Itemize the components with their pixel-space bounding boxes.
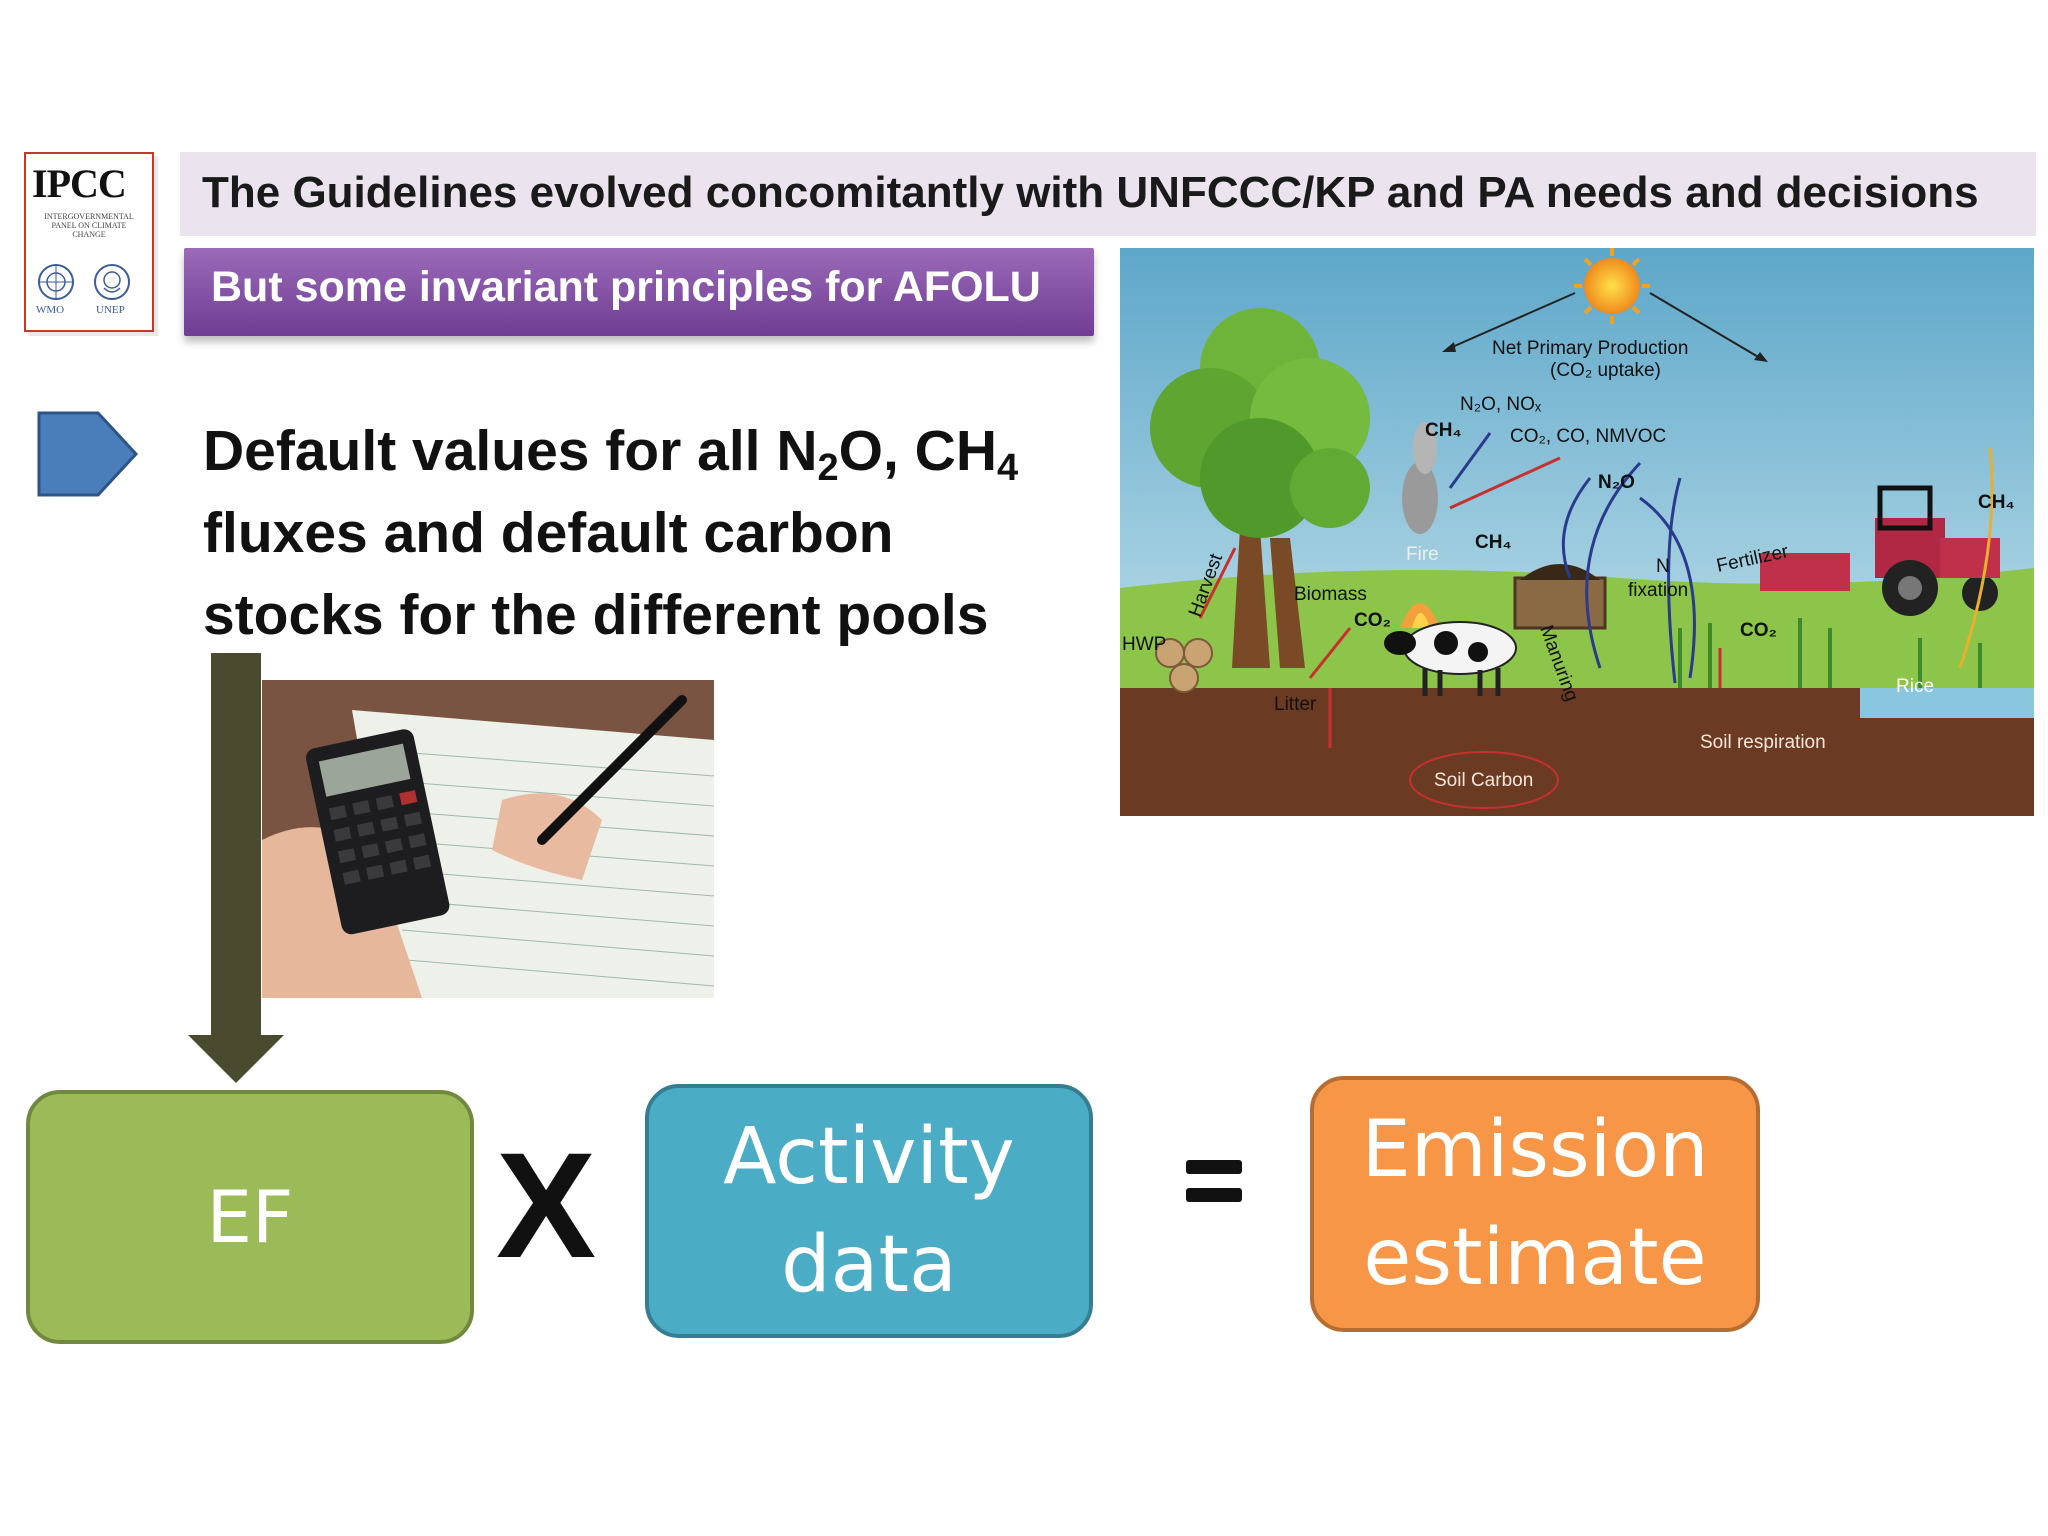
down-arrow-icon: [188, 653, 284, 1083]
label-biomass: Biomass: [1294, 584, 1367, 605]
label-n2o-nox: N₂O, NOₓ: [1460, 394, 1542, 415]
tree-icon: [1150, 308, 1370, 668]
main-line-2: fluxes and default carbon: [203, 501, 894, 565]
activity-label-1: Activity: [723, 1112, 1015, 1202]
title-bar: [180, 152, 2036, 236]
label-npp: Net Primary Production: [1492, 338, 1688, 359]
ef-box: EF: [26, 1090, 474, 1344]
label-n-fixation-1: N: [1656, 556, 1670, 577]
main-line-3: stocks for the different pools: [203, 583, 989, 647]
label-co2-co: CO₂, CO, NMVOC: [1510, 426, 1666, 447]
label-npp-2: (CO₂ uptake): [1550, 360, 1661, 381]
label-ch4-a: CH₄: [1425, 420, 1462, 441]
emission-label-1: Emission: [1361, 1105, 1709, 1195]
unep-emblem-icon: [94, 264, 130, 300]
label-n-fixation-2: fixation: [1628, 580, 1688, 601]
line1-text-a: Default values for all N: [203, 419, 818, 483]
emission-label-2: estimate: [1363, 1213, 1707, 1303]
sun-icon: [1574, 248, 1650, 324]
label-soil-carbon: Soil Carbon: [1434, 770, 1533, 791]
tractor-icon: [1760, 485, 2000, 616]
calculator-photo: [262, 680, 714, 998]
emission-estimate-box: Emission estimate: [1310, 1076, 1760, 1332]
activity-data-box: Activity data: [645, 1084, 1093, 1338]
label-co2-b: CO₂: [1740, 620, 1777, 641]
main-bullet-text: Default values for all N2O, CH4 fluxes a…: [203, 410, 1103, 656]
label-ch4-b: CH₄: [1475, 532, 1512, 553]
multiply-sign: X: [496, 1121, 597, 1289]
bullet-arrow-icon: [37, 411, 139, 497]
line1-subscript-b: 4: [997, 447, 1019, 489]
label-co2-a: CO₂: [1354, 610, 1391, 631]
logo-org-left: WMO: [36, 304, 65, 316]
label-hwp: HWP: [1122, 634, 1166, 655]
label-rice: Rice: [1896, 676, 1934, 697]
subtitle-bar: [184, 248, 1094, 336]
logo-tagline: INTERGOVERNMENTAL PANEL ON CLIMATE CHANG…: [44, 212, 134, 239]
logo-org-right: UNEP: [96, 304, 125, 316]
main-line-1: Default values for all N2O, CH4: [203, 410, 1103, 492]
slide-subtitle: But some invariant principles for AFOLU: [211, 263, 1041, 311]
ef-label: EF: [206, 1175, 294, 1259]
afolu-ecosystem-diagram: Net Primary Production (CO₂ uptake) N₂O,…: [1120, 248, 2034, 816]
label-fire: Fire: [1406, 544, 1439, 565]
label-n2o: N₂O: [1598, 472, 1635, 493]
activity-label-2: data: [781, 1220, 957, 1310]
cow-icon: [1384, 621, 1517, 696]
logo-acronym: IPCC: [32, 161, 127, 206]
label-ch4-c: CH₄: [1978, 492, 2015, 513]
slide-title: The Guidelines evolved concomitantly wit…: [202, 168, 1979, 217]
line1-text-b: O, CH: [838, 419, 997, 483]
fire-icon: [1400, 422, 1440, 628]
label-litter: Litter: [1274, 694, 1317, 715]
equals-sign-icon: [1186, 1160, 1242, 1216]
wmo-emblem-icon: [38, 264, 74, 300]
ipcc-logo: IPCC INTERGOVERNMENTAL PANEL ON CLIMATE …: [24, 152, 154, 332]
label-soil-respiration: Soil respiration: [1700, 732, 1826, 753]
line1-subscript-a: 2: [817, 447, 839, 489]
